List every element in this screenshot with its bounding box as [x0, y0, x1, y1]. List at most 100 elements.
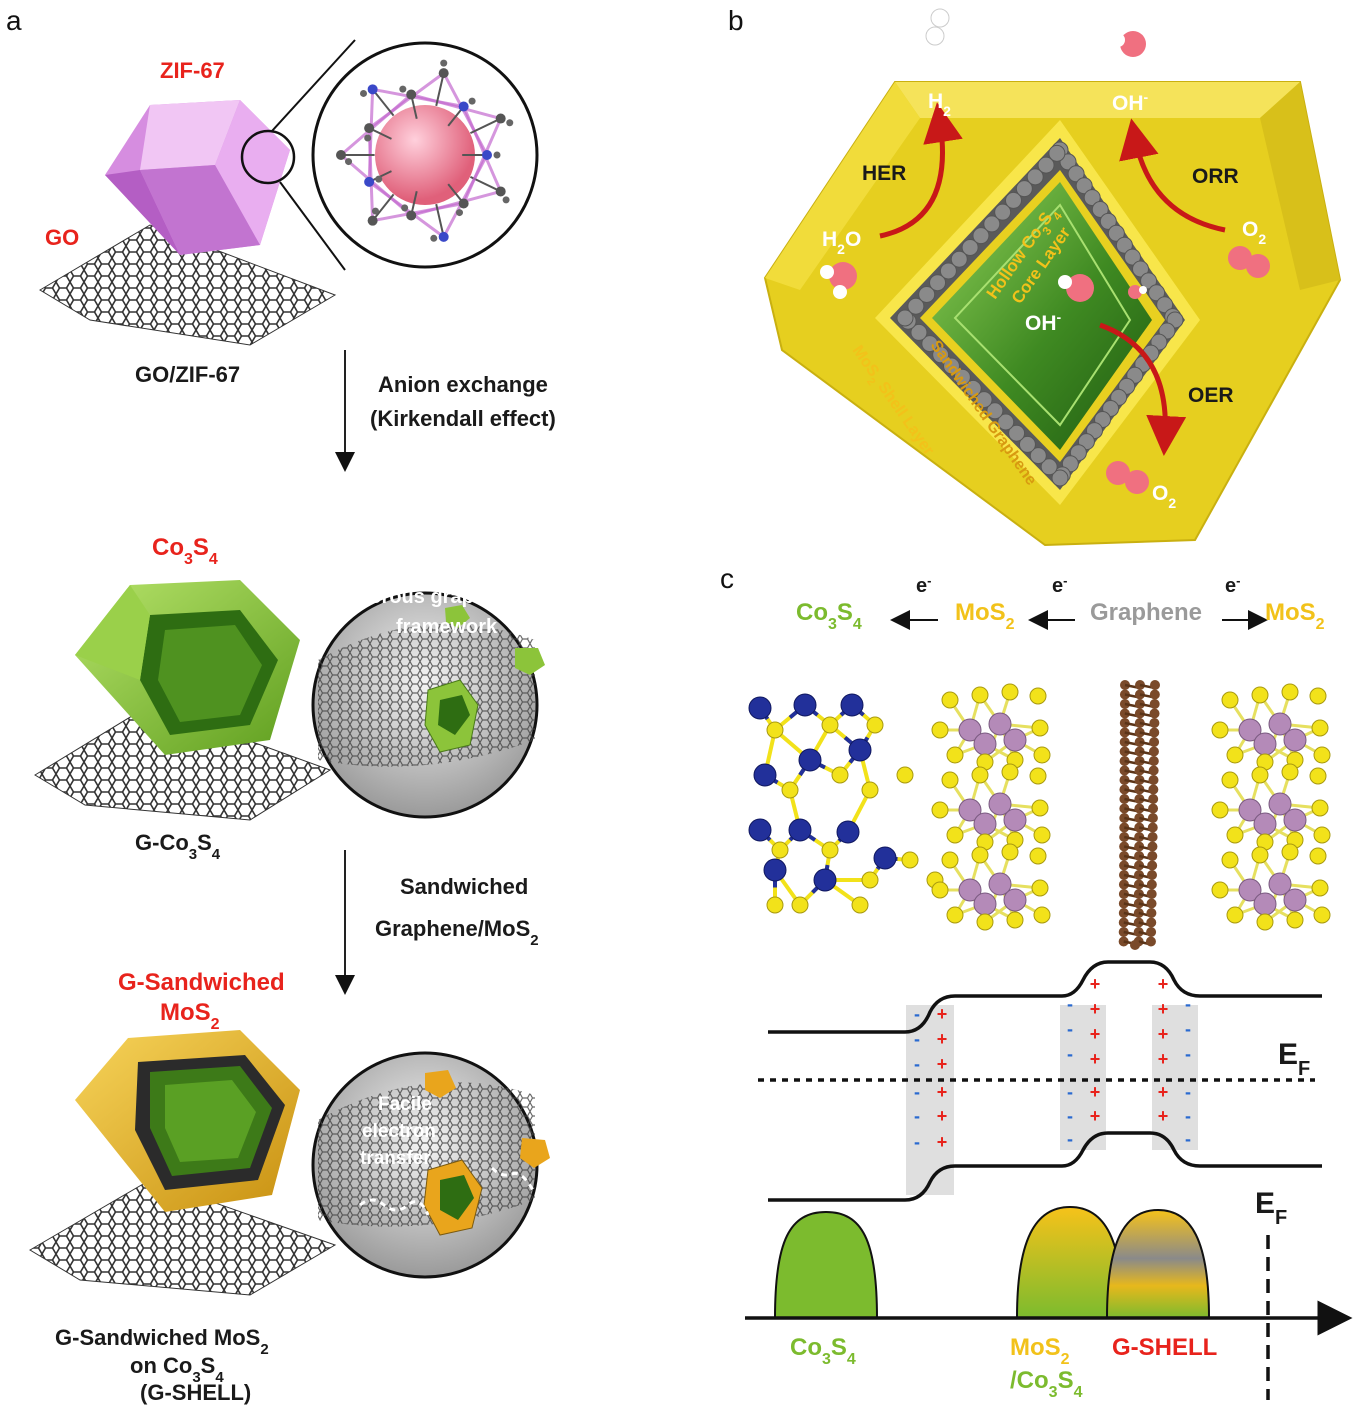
- charge-symbol: -: [914, 1054, 920, 1074]
- gsand-label-2: MoS2: [160, 999, 220, 1033]
- graphene-sheet-3: [29, 1179, 337, 1296]
- charge-symbol: -: [914, 1029, 920, 1049]
- oer-label: OER: [1188, 384, 1234, 407]
- caption-gshell-3: (G-SHELL): [140, 1380, 251, 1405]
- step1-line1: Anion exchange: [378, 372, 548, 397]
- oh-label-top: OH-: [1112, 89, 1149, 115]
- dos-gshell: [1105, 1208, 1211, 1319]
- electron-label-1: e-: [916, 573, 931, 598]
- mos2-structure-left: [931, 683, 1051, 931]
- charge-symbol: +: [937, 1082, 948, 1102]
- charge-symbol: +: [1090, 1106, 1101, 1126]
- charge-symbol: +: [1158, 1024, 1169, 1044]
- charge-symbol: -: [1185, 1129, 1191, 1149]
- oh-label-center: OH-: [1025, 309, 1062, 335]
- charge-symbol: -: [1067, 1129, 1073, 1149]
- charge-symbol: -: [914, 1004, 920, 1024]
- charge-symbol: -: [1185, 1082, 1191, 1102]
- gsand-label-1: G-Sandwiched: [118, 969, 285, 996]
- charge-symbol: -: [1067, 1044, 1073, 1064]
- charge-symbol: -: [1185, 1019, 1191, 1039]
- charge-symbol: -: [1185, 1044, 1191, 1064]
- charge-symbol: +: [1090, 999, 1101, 1019]
- charge-symbol: +: [1090, 974, 1101, 994]
- dos-label-gshell: G-SHELL: [1112, 1334, 1217, 1361]
- charge-symbol: +: [937, 1132, 948, 1152]
- header-co3s4: Co3S4: [796, 599, 862, 633]
- facile-label-3: transfer: [360, 1148, 431, 1169]
- caption-gshell-2: on Co3S4: [130, 1353, 224, 1386]
- hollow-co3s4-crystal: [75, 580, 300, 755]
- charge-symbol: +: [1158, 1106, 1169, 1126]
- charge-symbol: +: [1090, 1082, 1101, 1102]
- graphene-sphere-layer: [896, 141, 1184, 487]
- h2o-molecule-left: [820, 262, 857, 299]
- header-mos2-left: MoS2: [955, 599, 1015, 633]
- charge-symbol: -: [1185, 994, 1191, 1014]
- zif67-structure-zoom: [311, 41, 539, 269]
- panel-c: Co3S4 e- MoS2 e- Graphene e- MoS2 - - - - - -…: [745, 573, 1353, 1401]
- oer-arrow: [1099, 322, 1187, 456]
- header-graphene: Graphene: [1090, 599, 1202, 626]
- charge-symbol: +: [1158, 974, 1169, 994]
- charge-symbol: +: [937, 1029, 948, 1049]
- ef-bottom-label: EF: [1255, 1187, 1287, 1229]
- panel-b: H2 OH- HER ORR H2O O2 Hollow Co3S4 Core …: [763, 8, 1342, 547]
- panel-label-c: c: [720, 563, 734, 594]
- oh-molecule-center: [1058, 274, 1147, 302]
- h2-label: H2: [928, 90, 951, 119]
- valence-band: [768, 1131, 1322, 1202]
- charge-symbol: -: [914, 1106, 920, 1126]
- charge-symbol: -: [1067, 1019, 1073, 1039]
- zif67-crystal: [105, 100, 290, 255]
- electron-label-3: e-: [1225, 573, 1240, 598]
- facile-label-1: Facile: [378, 1094, 432, 1115]
- mos2-structure-right: [1211, 683, 1331, 931]
- her-label: HER: [862, 162, 906, 185]
- ef-top-label: EF: [1278, 1038, 1310, 1080]
- charge-symbol: +: [1158, 1049, 1169, 1069]
- dos-label-co3s4: Co3S4: [790, 1334, 856, 1368]
- porous-graphene-zoom: [311, 591, 545, 819]
- charge-symbol: +: [937, 1004, 948, 1024]
- co3s4-core: [932, 182, 1152, 450]
- charge-symbol: +: [1090, 1024, 1101, 1044]
- zif67-framework-atoms: [336, 59, 514, 242]
- dos-label-mos2: MoS2: [1010, 1334, 1070, 1368]
- h2-molecule-top: [925, 8, 950, 46]
- o2-molecule-bottom: [1106, 461, 1149, 494]
- panel-label-a: a: [6, 5, 22, 36]
- dos-plot: Co3S4 MoS2 /Co3S4 G-SHELL: [745, 1205, 1353, 1401]
- header-mos2-right: MoS2: [1265, 599, 1325, 633]
- panel-a: ZIF-67 GO GO/ZIF-67 Anion exchange (Kirk…: [29, 39, 556, 1405]
- charge-symbol: +: [937, 1106, 948, 1126]
- step2-line2: Graphene/MoS2: [375, 916, 539, 949]
- caption-gshell-1: G-Sandwiched MoS2: [55, 1325, 269, 1358]
- electron-label-2: e-: [1052, 573, 1067, 598]
- step1-line2: (Kirkendall effect): [370, 406, 556, 431]
- caption-g-co3s4: G-Co3S4: [135, 830, 221, 863]
- charge-symbol: +: [1158, 1082, 1169, 1102]
- charge-symbol: -: [1067, 1082, 1073, 1102]
- o2-label-right: O2: [1242, 218, 1266, 247]
- charge-symbol: -: [914, 1082, 920, 1102]
- porous-label-2: framework: [396, 616, 498, 638]
- go-label: GO: [45, 225, 79, 250]
- band-diagram: ------++++++------++++++++++++------ EF …: [758, 960, 1322, 1229]
- charge-symbol: -: [1185, 1106, 1191, 1126]
- charge-symbol: +: [1158, 999, 1169, 1019]
- co3s4-structure: [748, 693, 944, 914]
- facile-label-2: electron: [362, 1121, 436, 1142]
- oh-molecule-top: [1111, 31, 1146, 57]
- o2-molecule-right: [1228, 246, 1270, 278]
- graphene-structure: [1118, 680, 1160, 950]
- dos-label-co3s4-2: /Co3S4: [1010, 1367, 1083, 1401]
- charge-symbol: +: [937, 1054, 948, 1074]
- orr-arrow: [1119, 118, 1226, 233]
- h2o-label: H2O: [822, 228, 861, 257]
- graphene-sheet-1: [39, 224, 337, 346]
- caption-go-zif67: GO/ZIF-67: [135, 362, 240, 387]
- zoom-source-ring: [240, 129, 296, 185]
- porous-label-1: Porous graphene: [356, 586, 520, 608]
